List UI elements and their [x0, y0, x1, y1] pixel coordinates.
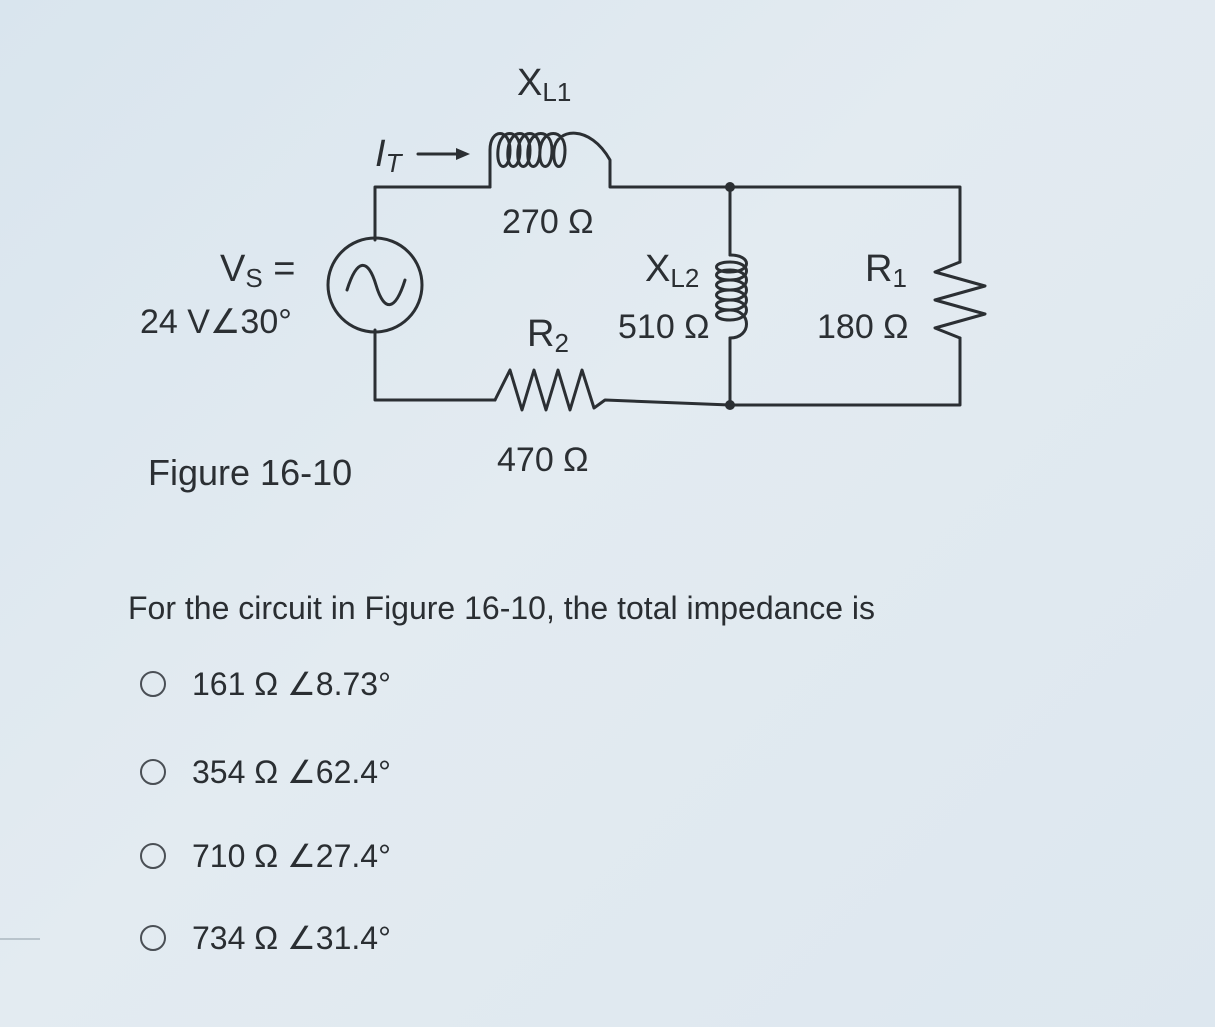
circuit-figure: XL1 270 Ω IT VS = 24 V∠30° XL2 510 Ω R1 … — [140, 62, 987, 493]
resistor-r2 — [493, 368, 732, 412]
radio-circle-icon[interactable] — [140, 843, 166, 869]
xl1-value: 270 Ω — [502, 203, 594, 241]
radio-circle-icon[interactable] — [140, 671, 166, 697]
xl1-label: XL1 — [517, 62, 572, 107]
r1-label: R1 — [865, 248, 907, 293]
option-4[interactable]: 734 Ω ∠31.4° — [140, 919, 391, 957]
circuit-diagram — [326, 131, 987, 412]
radio-circle-icon[interactable] — [140, 925, 166, 951]
node-top — [725, 182, 735, 192]
wire-top-right — [728, 185, 962, 264]
wire-r1-bottom — [728, 336, 962, 407]
option-3[interactable]: 710 Ω ∠27.4° — [140, 837, 391, 875]
inductor-xl1 — [488, 131, 732, 189]
current-label: IT — [375, 133, 402, 178]
radio-circle-icon[interactable] — [140, 759, 166, 785]
ac-source-sine-icon — [345, 263, 407, 307]
source-value: 24 V∠30° — [140, 303, 292, 341]
wire-left-top — [373, 185, 492, 242]
wire-left-bottom — [373, 328, 497, 402]
r1-value: 180 Ω — [817, 308, 909, 346]
option-1[interactable]: 161 Ω ∠8.73° — [140, 665, 391, 703]
inductor-xl2 — [715, 253, 748, 340]
r2-value: 470 Ω — [497, 441, 589, 479]
current-arrowhead-icon — [456, 148, 470, 160]
option-label: 161 Ω ∠8.73° — [192, 666, 391, 702]
option-label: 354 Ω ∠62.4° — [192, 754, 391, 790]
source-label: VS = — [220, 248, 296, 293]
xl2-label: XL2 — [645, 248, 700, 293]
option-label: 710 Ω ∠27.4° — [192, 838, 391, 874]
option-2[interactable]: 354 Ω ∠62.4° — [140, 753, 391, 791]
node-bottom — [725, 400, 735, 410]
xl2-value: 510 Ω — [618, 308, 710, 346]
divider — [0, 938, 40, 940]
question-text: For the circuit in Figure 16-10, the tot… — [128, 590, 876, 626]
option-label: 734 Ω ∠31.4° — [192, 920, 391, 956]
figure-caption: Figure 16-10 — [148, 452, 353, 493]
ac-source-circle — [326, 236, 424, 334]
resistor-r1 — [933, 260, 987, 340]
r2-label: R2 — [527, 313, 569, 358]
